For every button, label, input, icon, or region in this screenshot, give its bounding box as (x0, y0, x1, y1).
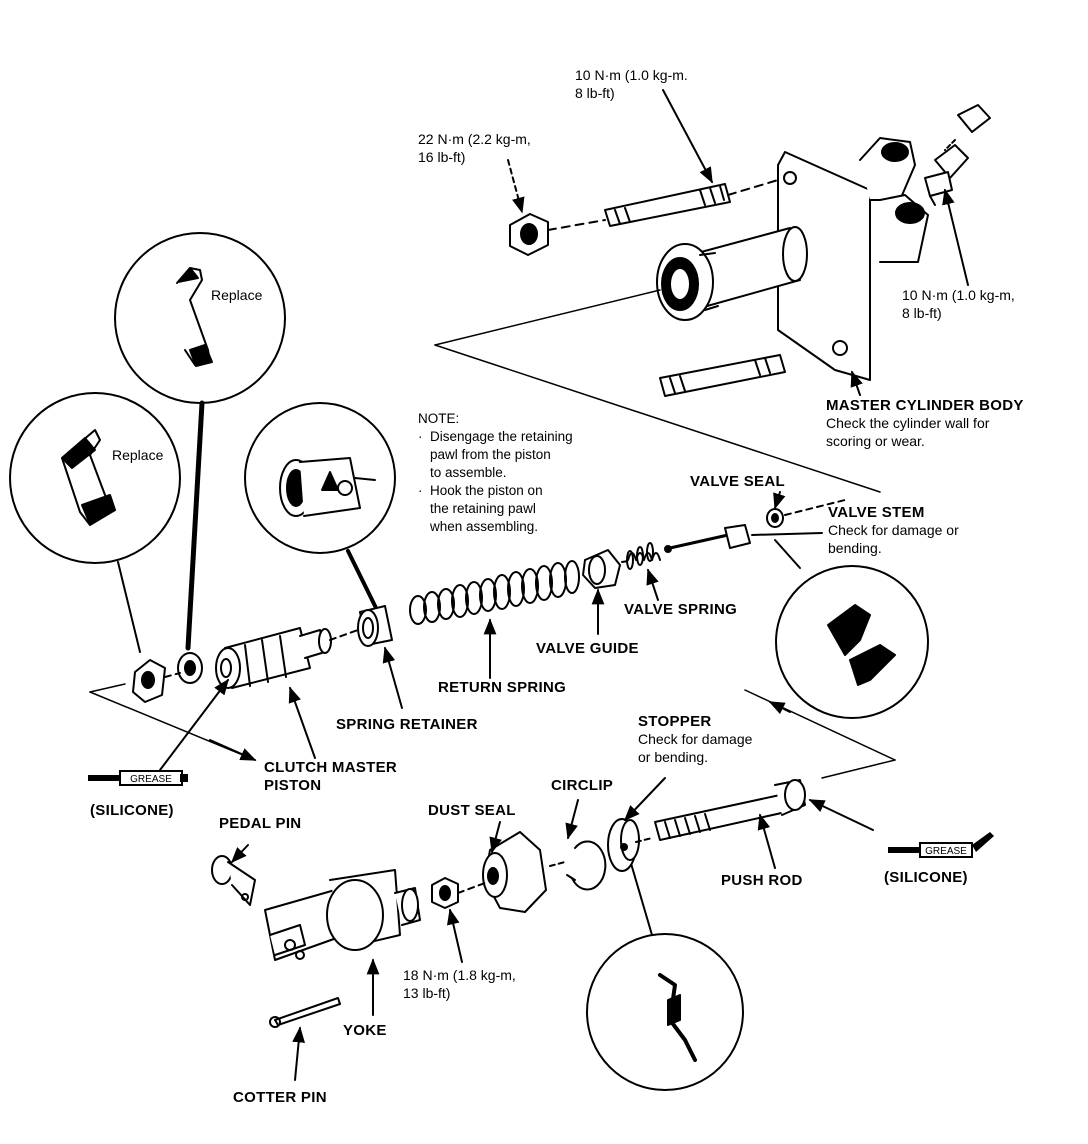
silicone-label-left: (SILICONE) (90, 802, 174, 819)
torque-spec-nut: 22 N·m (2.2 kg-m, 16 lb-ft) (418, 131, 531, 165)
cotter-pin (269, 997, 341, 1028)
spring-retainer (357, 605, 393, 647)
valve-guide (582, 549, 621, 589)
stopper-detail-circle (586, 859, 744, 1091)
valve-stem-label: VALVE STEM Check for damage or bending. (828, 504, 959, 556)
circlip-label: CIRCLIP (551, 777, 614, 794)
master-cylinder-body (656, 137, 929, 381)
return-spring (409, 560, 580, 625)
return-spring-label: RETURN SPRING (438, 679, 567, 696)
replace-label-lower: Replace (112, 447, 164, 463)
mounting-stud-upper (604, 183, 731, 227)
torque-spec-stud: 10 N·m (1.0 kg-m. 8 lb-ft) (575, 67, 688, 101)
replace-label-upper: Replace (211, 287, 263, 303)
push-rod-label: PUSH ROD (721, 872, 803, 889)
spring-retainer-label: SPRING RETAINER (336, 716, 478, 733)
circlip (566, 840, 607, 891)
valve-spring (626, 542, 661, 570)
piston-cup-seal-front (177, 652, 203, 684)
clutch-master-piston-label: CLUTCH MASTER PISTON (264, 759, 398, 794)
flange-nut (509, 213, 549, 256)
grease-tube-icon: GREASE (888, 832, 994, 858)
grease-tube-icon: GREASE (88, 770, 188, 786)
push-rod (654, 779, 806, 841)
locknut (431, 877, 459, 909)
valve-guide-label: VALVE GUIDE (536, 640, 639, 657)
valve-seal (766, 508, 784, 528)
valve-seal-label: VALVE SEAL (690, 473, 785, 490)
assembly-note: NOTE: ·Disengage the retaining pawl from… (418, 411, 573, 534)
stopper (607, 818, 640, 872)
replace-detail-circle-lower (9, 392, 181, 653)
retaining-pawl-detail-circle (244, 402, 396, 614)
pedal-pin-label: PEDAL PIN (219, 815, 302, 832)
grease-tube-label: GREASE (130, 774, 172, 785)
torque-spec-locknut: 18 N·m (1.8 kg-m, 13 lb-ft) (403, 967, 516, 1001)
valve-spring-label: VALVE SPRING (624, 601, 738, 618)
dust-seal (482, 831, 547, 913)
silicone-label-right: (SILICONE) (884, 869, 968, 886)
valve-stem-detail-circle (774, 539, 929, 719)
hose-fitting (924, 104, 991, 206)
torque-spec-fitting: 10 N·m (1.0 kg-m, 8 lb-ft) (902, 287, 1015, 321)
dust-seal-label: DUST SEAL (428, 802, 516, 819)
replace-detail-circle-upper (114, 232, 286, 651)
yoke-label: YOKE (343, 1022, 387, 1039)
clutch-master-piston (215, 627, 332, 689)
cotter-pin-label: COTTER PIN (233, 1089, 327, 1106)
piston-cup-seal-rear (132, 659, 166, 703)
master-cylinder-body-label: MASTER CYLINDER BODY Check the cylinder … (826, 397, 1024, 449)
yoke (264, 869, 421, 961)
grease-tube-label: GREASE (925, 846, 967, 857)
mounting-stud-lower (659, 354, 786, 397)
pedal-pin (211, 855, 256, 906)
valve-stem (664, 524, 823, 553)
stopper-label: STOPPER Check for damage or bending. (638, 713, 753, 765)
